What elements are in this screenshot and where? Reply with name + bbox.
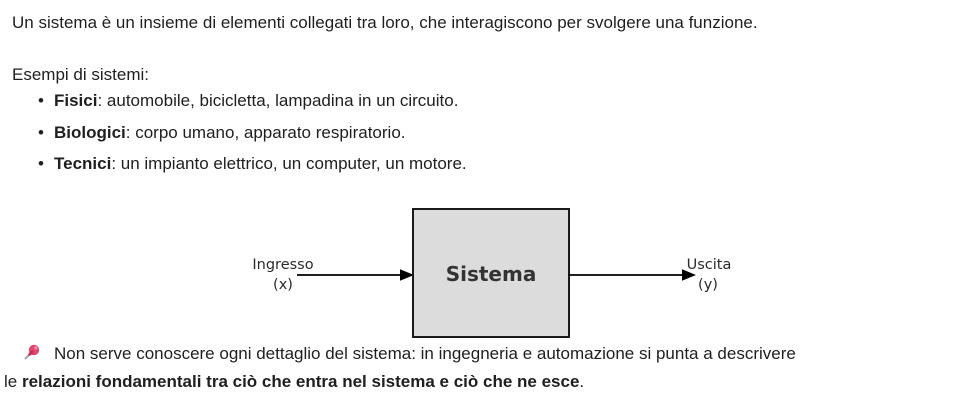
bullet-icon: • xyxy=(38,154,44,173)
note-line2-bold: relazioni fondamentali tra ciò che entra… xyxy=(21,371,580,391)
list-item-text: Tecnici: un impianto elettrico, un compu… xyxy=(54,152,467,175)
examples-heading: Esempi di sistemi: xyxy=(12,65,149,84)
list-item-desc: : corpo umano, apparato respiratorio. xyxy=(125,122,406,142)
note-paragraph: Non serve conoscere ogni dettaglio del s… xyxy=(4,340,956,395)
output-arrowhead-icon xyxy=(682,269,696,281)
list-item-tecnici: • Tecnici: un impianto elettrico, un com… xyxy=(0,152,900,184)
list-item-desc: : automobile, bicicletta, lampadina in u… xyxy=(97,91,459,110)
bullet-icon: • xyxy=(38,122,44,142)
list-item-biologici: • Biologici: corpo umano, apparato respi… xyxy=(0,121,900,153)
list-item-term: Fisici xyxy=(54,91,98,110)
note-line2-suffix: . xyxy=(579,371,585,391)
system-block-diagram: Sistema Ingresso (x) Uscita (y) xyxy=(252,208,732,338)
system-box-label: Sistema xyxy=(446,262,537,286)
note-line1: Non serve conoscere ogni dettaglio del s… xyxy=(54,344,796,363)
list-item-text: Biologici: corpo umano, apparato respira… xyxy=(54,121,406,144)
input-label: Ingresso xyxy=(252,257,313,273)
output-symbol: (y) xyxy=(698,277,718,293)
examples-list: • Fisici: automobile, bicicletta, lampad… xyxy=(0,89,900,184)
pushpin-icon xyxy=(22,343,41,362)
list-item-fisici: • Fisici: automobile, bicicletta, lampad… xyxy=(0,89,900,121)
intro-paragraph: Un sistema è un insieme di elementi coll… xyxy=(12,13,758,32)
output-label: Uscita xyxy=(687,257,732,273)
input-arrowhead-icon xyxy=(400,269,414,281)
list-item-term: Biologici xyxy=(54,122,126,142)
list-item-desc: : un impianto elettrico, un computer, un… xyxy=(111,154,467,173)
list-item-term: Tecnici xyxy=(54,154,112,173)
bullet-icon: • xyxy=(38,91,44,110)
list-item-text: Fisici: automobile, bicicletta, lampadin… xyxy=(54,89,458,112)
note-line2-prefix: le xyxy=(4,371,22,391)
system-box xyxy=(412,208,570,338)
input-symbol: (x) xyxy=(273,277,293,293)
